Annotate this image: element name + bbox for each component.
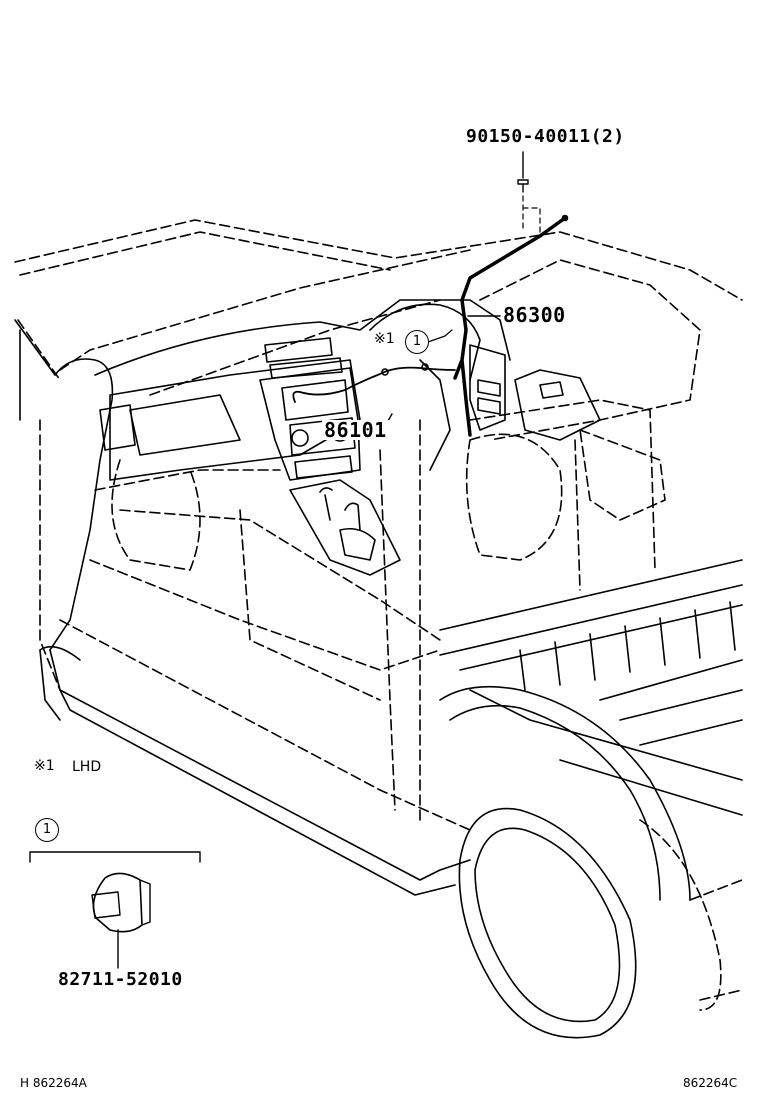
roof-outline	[14, 219, 743, 301]
bolt-dash-line	[522, 195, 541, 237]
rear-bumper-line	[689, 879, 743, 1001]
reference-code-left: H 862264A	[20, 1076, 87, 1090]
hvac-knob-1	[291, 429, 309, 447]
door-trim-right	[579, 429, 666, 521]
wire-connector-2	[421, 363, 429, 371]
connector-tab	[139, 879, 151, 926]
antenna-cord	[453, 216, 567, 437]
door-line-left	[239, 509, 381, 701]
label-antenna-cord-part-number: 86300	[503, 303, 566, 327]
rear-wheel-inner	[474, 827, 621, 1023]
note-symbol: ※1	[34, 758, 55, 774]
driver-seat	[465, 433, 563, 561]
bed-top-rail	[439, 584, 743, 656]
note-text-lhd: LHD	[72, 759, 102, 775]
roof-edge-inner	[19, 231, 391, 276]
bed-side-lower	[559, 759, 743, 816]
body-sill-left	[49, 649, 471, 881]
center-console	[289, 479, 401, 576]
right-switches	[477, 379, 501, 415]
front-door-lower	[39, 649, 61, 721]
b-pillar	[379, 449, 396, 811]
bed-side	[469, 689, 743, 781]
rear-wheel-dashed	[639, 819, 722, 1011]
glovebox	[129, 394, 241, 456]
switch-row	[294, 455, 353, 479]
door-line-center	[89, 559, 441, 671]
shift-lever	[319, 487, 361, 531]
dash-cluster-hood	[369, 303, 481, 381]
wire-connector-1	[381, 368, 389, 376]
antenna-lead-wire	[292, 366, 456, 403]
left-door-frame	[17, 319, 61, 691]
bed-floor	[599, 659, 743, 746]
bolt-icon	[517, 179, 529, 193]
windshield-top	[59, 249, 471, 371]
left-vent	[99, 404, 136, 451]
shift-boot	[339, 527, 376, 561]
bed-ribs	[519, 601, 736, 691]
label-bolt-part-number: 90150-40011(2)	[466, 126, 625, 147]
callout-bracket	[29, 851, 201, 863]
passenger-seat	[111, 459, 201, 571]
bed-front-wall	[439, 559, 743, 631]
rear-seat-frame	[469, 399, 656, 591]
rear-window	[479, 259, 701, 441]
reference-code-right: 862264C	[683, 1076, 738, 1090]
right-door-window	[514, 369, 601, 441]
rear-wheel-outer	[458, 807, 637, 1039]
connector-face	[91, 891, 121, 919]
callout-circle-legend: 1	[35, 818, 59, 842]
label-connector-part-number: 82711-52010	[58, 969, 183, 990]
front-pillar-outer	[14, 319, 56, 421]
right-door-handle	[539, 381, 564, 399]
center-vent-2	[269, 357, 343, 379]
windshield-inner	[149, 299, 441, 396]
label-lhd-symbol-inline: ※1	[374, 331, 395, 347]
label-radio-receiver-part-number: 86101	[322, 418, 389, 442]
antenna-tip	[561, 214, 569, 222]
front-wheel-hint	[39, 645, 81, 661]
rear-fender	[439, 685, 691, 901]
a-pillar-left	[49, 358, 114, 651]
leader-callout-1	[427, 329, 453, 343]
center-vent-top	[264, 337, 333, 363]
body-sill-lower	[59, 689, 456, 896]
radio-unit	[281, 379, 349, 421]
floor-line	[94, 469, 441, 641]
steering-column	[419, 359, 451, 471]
rear-fender-inner	[449, 704, 661, 901]
body-sill-dashed	[59, 619, 471, 831]
center-stack	[259, 367, 361, 481]
dash-top	[94, 299, 511, 376]
connector-body	[92, 872, 143, 933]
instrument-panel-right	[469, 344, 506, 431]
callout-circle-inline: 1	[405, 330, 429, 354]
